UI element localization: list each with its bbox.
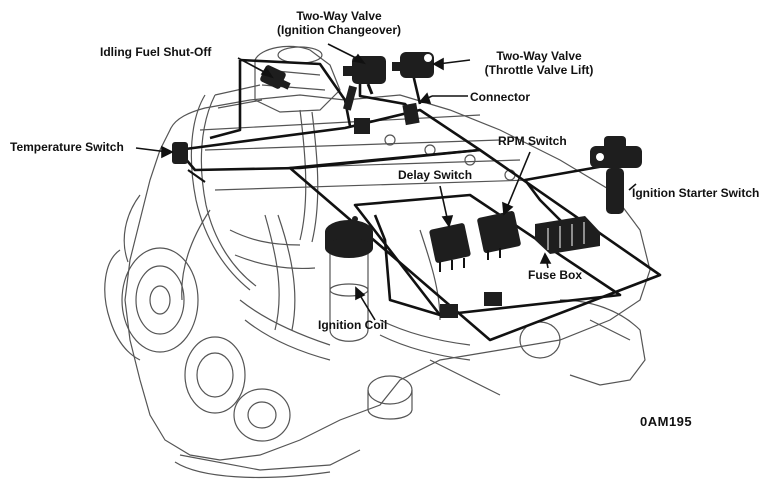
wiring-harness [176,58,662,342]
ignition-starter-switch [590,136,642,214]
label-connector: Connector [470,90,530,104]
two-way-valve-throttle-valve-lift [392,52,434,78]
temperature-switch [172,142,206,183]
harness-loop-right [288,148,662,342]
leader-arrows [135,43,637,321]
label-temperature-switch: Temperature Switch [10,140,124,154]
connector [402,102,420,126]
figure-code: 0AM195 [640,414,693,429]
rpm-switch [477,211,521,260]
fuse-box [535,216,600,254]
label-delay-switch: Delay Switch [398,168,473,182]
label-two-way-valve-throttle-line2: (Throttle Valve Lift) [484,63,594,77]
label-ignition-starter-switch: Ignition Starter Switch [632,186,760,200]
ignition-coil-cap [325,216,373,258]
label-fuse-box: Fuse Box [528,268,583,282]
delay-switch [429,223,471,272]
label-two-way-valve-ignition-line1: Two-Way Valve [296,9,382,23]
engine-drawing [104,45,651,479]
label-rpm-switch: RPM Switch [498,134,567,148]
label-idling-fuel-shutoff: Idling Fuel Shut-Off [100,45,212,59]
connector-upper [343,85,357,111]
label-two-way-valve-throttle-line1: Two-Way Valve [496,49,582,63]
label-two-way-valve-ignition: Two-Way Valve (Ignition Changeover) [274,9,404,37]
lower-plug-left [440,304,458,318]
idling-fuel-shutoff [260,65,291,90]
harness-plug [354,118,370,134]
label-two-way-valve-throttle: Two-Way Valve (Throttle Valve Lift) [474,49,604,77]
harness-loop-upper [176,108,482,172]
lower-plug-right [484,292,502,306]
label-two-way-valve-ignition-line2: (Ignition Changeover) [277,23,401,37]
harness-loop-lower [353,193,622,317]
label-ignition-coil: Ignition Coil [318,318,388,332]
